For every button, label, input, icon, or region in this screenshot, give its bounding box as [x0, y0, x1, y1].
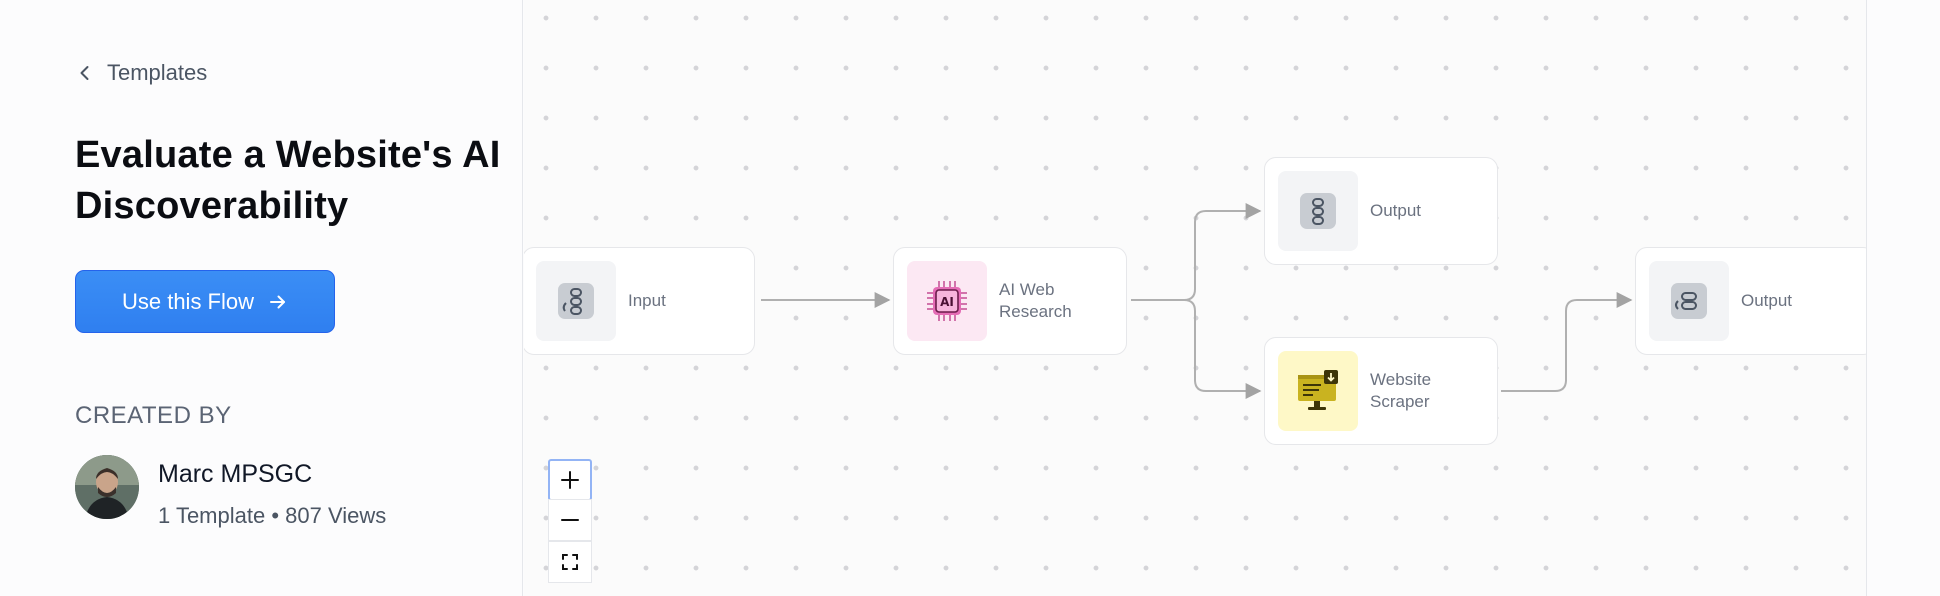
- svg-text:AI: AI: [940, 295, 954, 309]
- ai-chip-icon: AI: [927, 281, 967, 321]
- node-label: AI Web Research: [999, 280, 1072, 321]
- node-icon-box: [1278, 171, 1358, 251]
- arrow-right-icon: [270, 295, 286, 308]
- minus-icon: [561, 519, 579, 521]
- author-avatar[interactable]: [75, 455, 139, 519]
- page-title: Evaluate a Website's AI Discoverability: [75, 134, 501, 227]
- link-chain-icon: [1671, 283, 1707, 319]
- flow-node-ai-web-research[interactable]: AI AI Web Research: [893, 247, 1127, 355]
- right-gutter: [1866, 0, 1940, 596]
- back-to-templates-link[interactable]: Templates: [75, 60, 207, 86]
- author-stats: 1 Template • 807 Views: [158, 503, 387, 528]
- back-label: Templates: [107, 60, 208, 85]
- created-by-label: CREATED BY: [75, 402, 232, 429]
- link-chain-icon: [1300, 193, 1336, 229]
- edge-scraper-to-output: [1501, 292, 1633, 392]
- flow-node-input[interactable]: Input: [524, 247, 755, 355]
- author-name[interactable]: Marc MPSGC: [158, 460, 313, 488]
- node-icon-box: [536, 261, 616, 341]
- flow-node-output-1[interactable]: Output: [1264, 157, 1498, 265]
- chevron-left-icon: [80, 66, 89, 80]
- monitor-download-icon: [1298, 370, 1338, 410]
- zoom-out-button[interactable]: [548, 499, 592, 541]
- edge-research-to-output: [1131, 203, 1262, 301]
- use-this-flow-button[interactable]: Use this Flow: [75, 270, 335, 333]
- flow-node-website-scraper[interactable]: Website Scraper: [1264, 337, 1498, 445]
- node-label: Output: [1741, 291, 1793, 310]
- node-label: Website Scraper: [1370, 370, 1432, 411]
- flow-node-output-2[interactable]: Output: [1635, 247, 1866, 355]
- node-icon-box: [1278, 351, 1358, 431]
- fullscreen-icon: [562, 554, 578, 570]
- fit-view-button[interactable]: [548, 541, 592, 583]
- edge-research-to-scraper: [1131, 299, 1262, 399]
- template-details-panel: Templates Evaluate a Website's AI Discov…: [0, 0, 523, 596]
- node-icon-box: AI: [907, 261, 987, 341]
- node-icon-box: [1649, 261, 1729, 341]
- flow-canvas[interactable]: Input AI AI Web Research: [524, 0, 1866, 596]
- node-label: Output: [1370, 201, 1422, 220]
- node-label: Input: [628, 291, 666, 310]
- plus-icon: [561, 471, 579, 489]
- link-chain-icon: [558, 283, 594, 319]
- use-this-flow-label: Use this Flow: [121, 288, 255, 314]
- zoom-in-button[interactable]: [548, 459, 592, 501]
